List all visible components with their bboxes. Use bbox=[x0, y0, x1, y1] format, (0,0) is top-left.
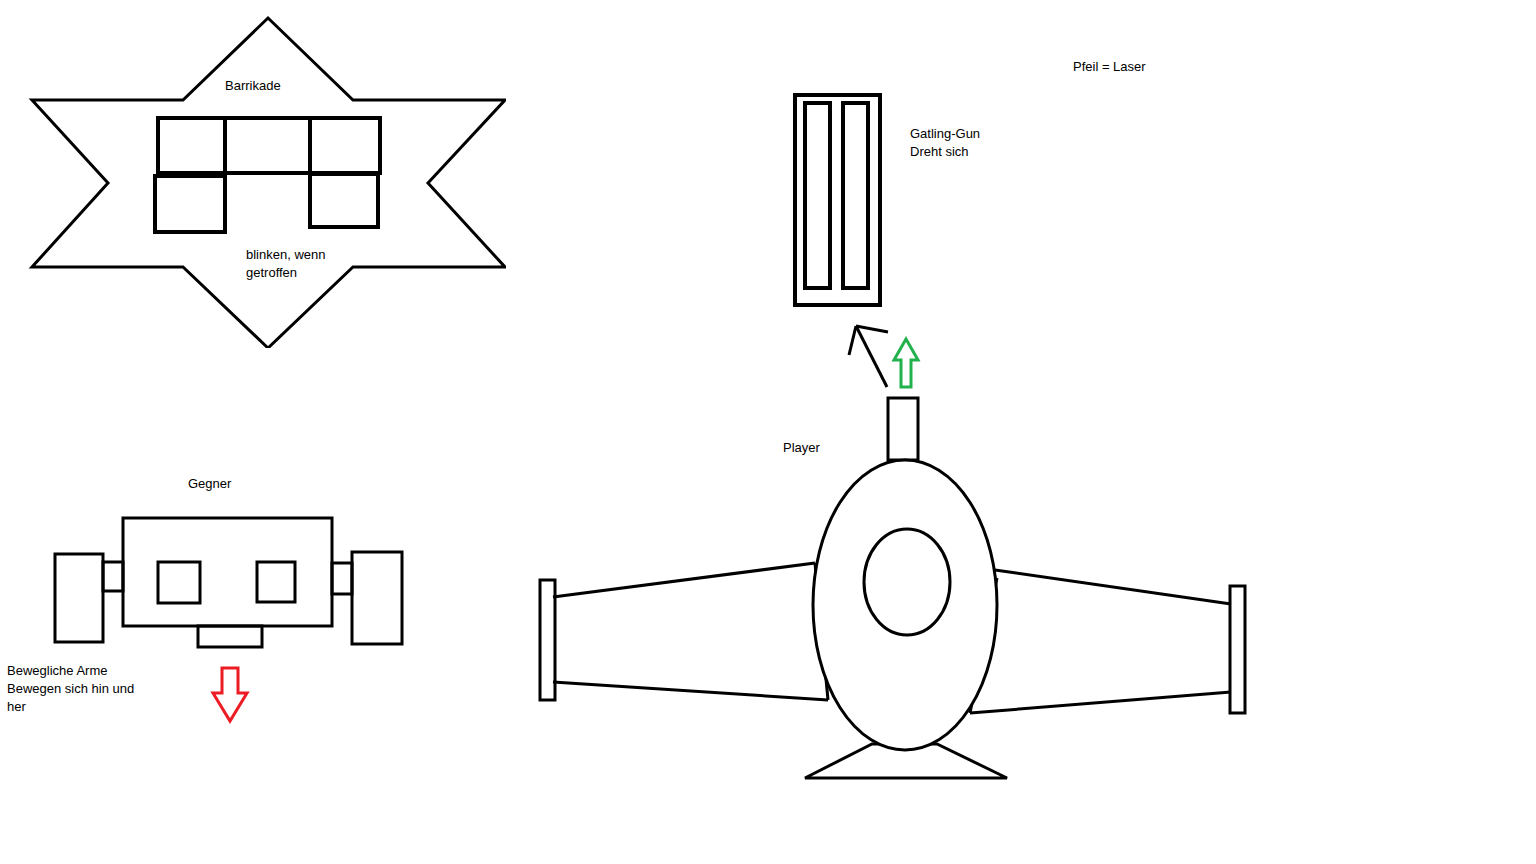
node-title: Barrikade bbox=[225, 77, 281, 95]
red-arrow bbox=[213, 668, 247, 721]
enemy-robot bbox=[55, 518, 402, 647]
part-label: Gegner bbox=[188, 475, 231, 493]
laser-arrow bbox=[849, 326, 888, 387]
player-ship bbox=[540, 398, 1245, 778]
part-label: Gatling-Gun Dreht sich bbox=[910, 125, 992, 161]
gatling-gun bbox=[795, 95, 880, 305]
node-note: blinken, wenn getroffen bbox=[246, 246, 346, 282]
barricade-star: Barrikade blinken, wenn getroffen bbox=[28, 14, 506, 348]
green-arrow bbox=[894, 339, 918, 387]
note-text: Bewegliche Arme Bewegen sich hin und her bbox=[7, 662, 147, 716]
part-label: Player bbox=[783, 439, 820, 457]
star-outline bbox=[28, 14, 506, 348]
legend-note: Pfeil = Laser bbox=[1073, 58, 1146, 76]
